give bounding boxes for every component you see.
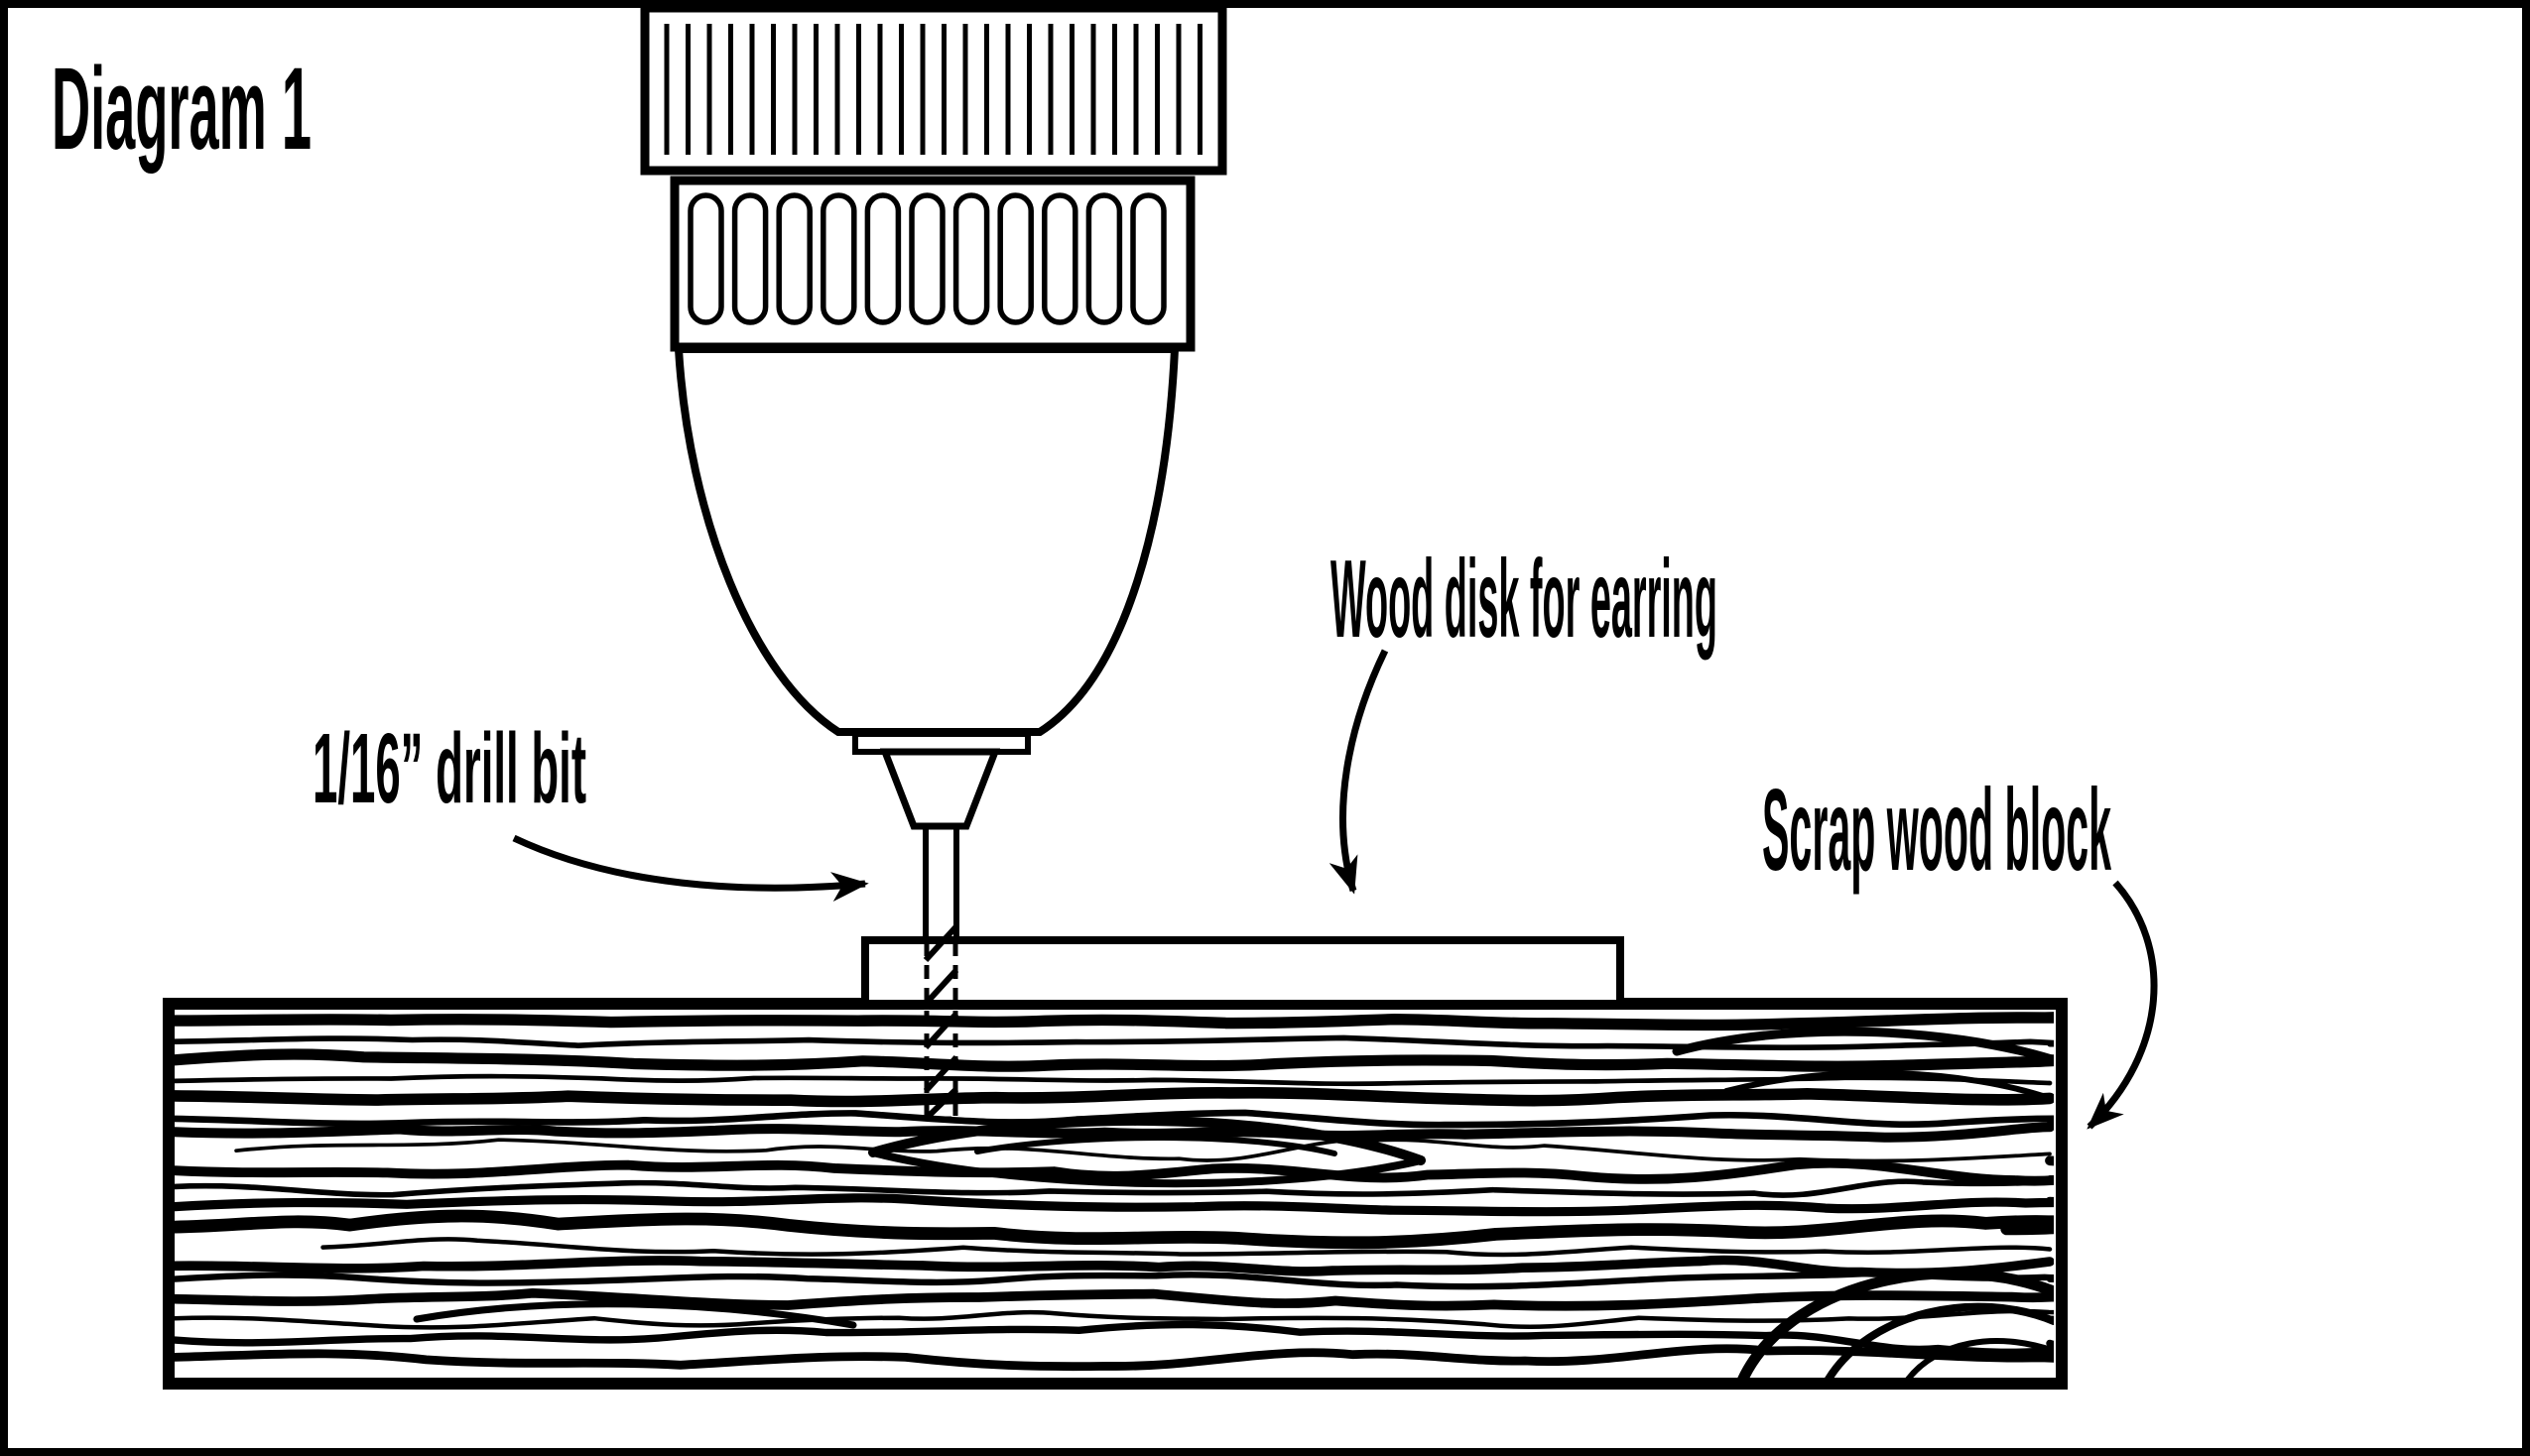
drill-bit [923, 826, 959, 942]
drill-bit-flutes [923, 923, 959, 1122]
scrap-wood-block-label: Scrap wood block [1762, 765, 2111, 895]
drill-bit-label: 1/16” drill bit [313, 713, 586, 824]
drill-bit-arrow [512, 834, 869, 902]
page-title: Diagram 1 [52, 44, 312, 175]
drill-chuck [879, 748, 1001, 830]
drill-body [674, 345, 1180, 736]
scrap-wood-block [163, 998, 2068, 1390]
wood-disk [861, 936, 1624, 1008]
drill-vent-grille [640, 3, 1227, 176]
wood-grain [175, 1012, 2054, 1378]
drill-oval-slots [688, 192, 1167, 325]
drill-vent-lines [664, 24, 1202, 155]
drill-illustration [640, 3, 1227, 942]
wood-disk-label: Wood disk for earring [1330, 538, 1717, 661]
wood-disk-arrow [1328, 649, 1389, 895]
scrap-wood-arrow [2087, 880, 2158, 1130]
